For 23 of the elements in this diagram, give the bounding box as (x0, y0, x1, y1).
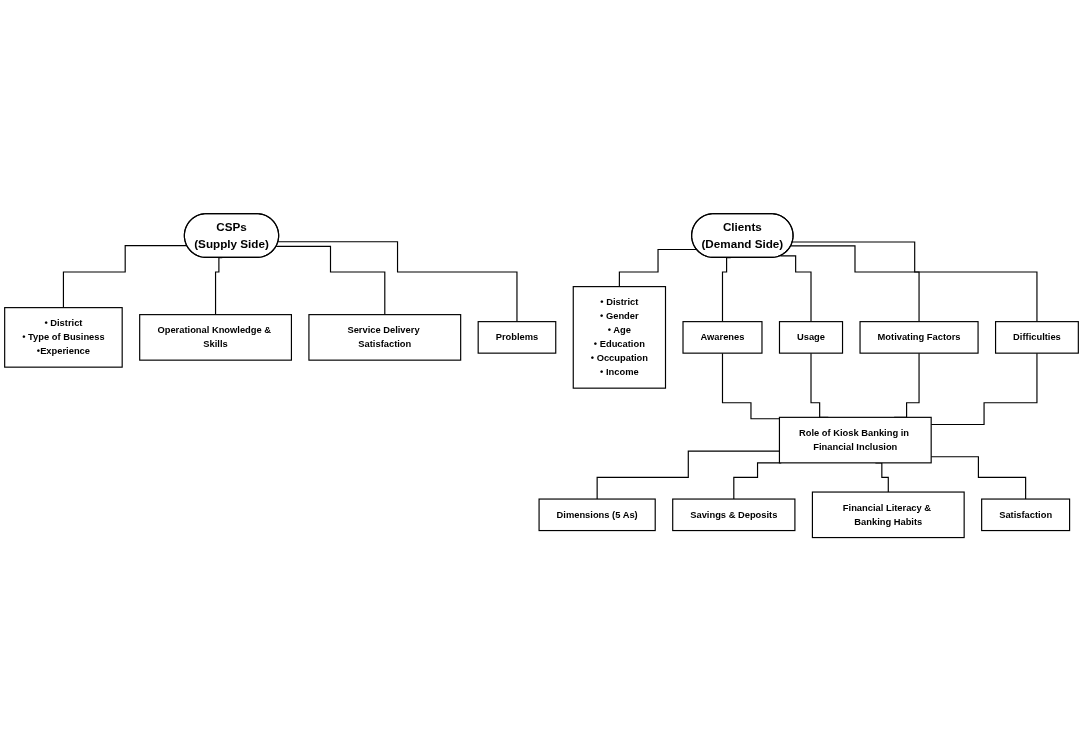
node-box: Difficulties (995, 320, 1079, 354)
node-box: Dimensions (5 As) (538, 498, 656, 532)
connector (596, 450, 781, 500)
connector (277, 241, 518, 323)
node-box: Motivating Factors (859, 320, 979, 354)
node-box: Service Delivery Satisfaction (308, 313, 462, 361)
connector (790, 245, 920, 323)
node-box: • District • Gender • Age • Education • Occupation • Income (572, 285, 667, 389)
node-box: Savings & Deposits (672, 498, 796, 532)
node-box: Satisfaction (981, 498, 1071, 532)
node-box: • District • Type of Business •Experience (4, 306, 123, 368)
node-box: Problems (477, 320, 557, 354)
node-box: Role of Kiosk Banking in Financial Inclusion (778, 416, 932, 464)
connector (779, 255, 812, 323)
connector (214, 257, 223, 316)
connector (733, 462, 782, 500)
connector (791, 241, 1038, 323)
node-box: Financial Literacy & Banking Habits (811, 491, 965, 539)
connector (62, 244, 188, 309)
connector (275, 245, 386, 316)
node-box: Operational Knowledge & Skills (139, 313, 292, 361)
node-box: Usage (778, 320, 844, 354)
node-box: Awarenes (682, 320, 763, 354)
